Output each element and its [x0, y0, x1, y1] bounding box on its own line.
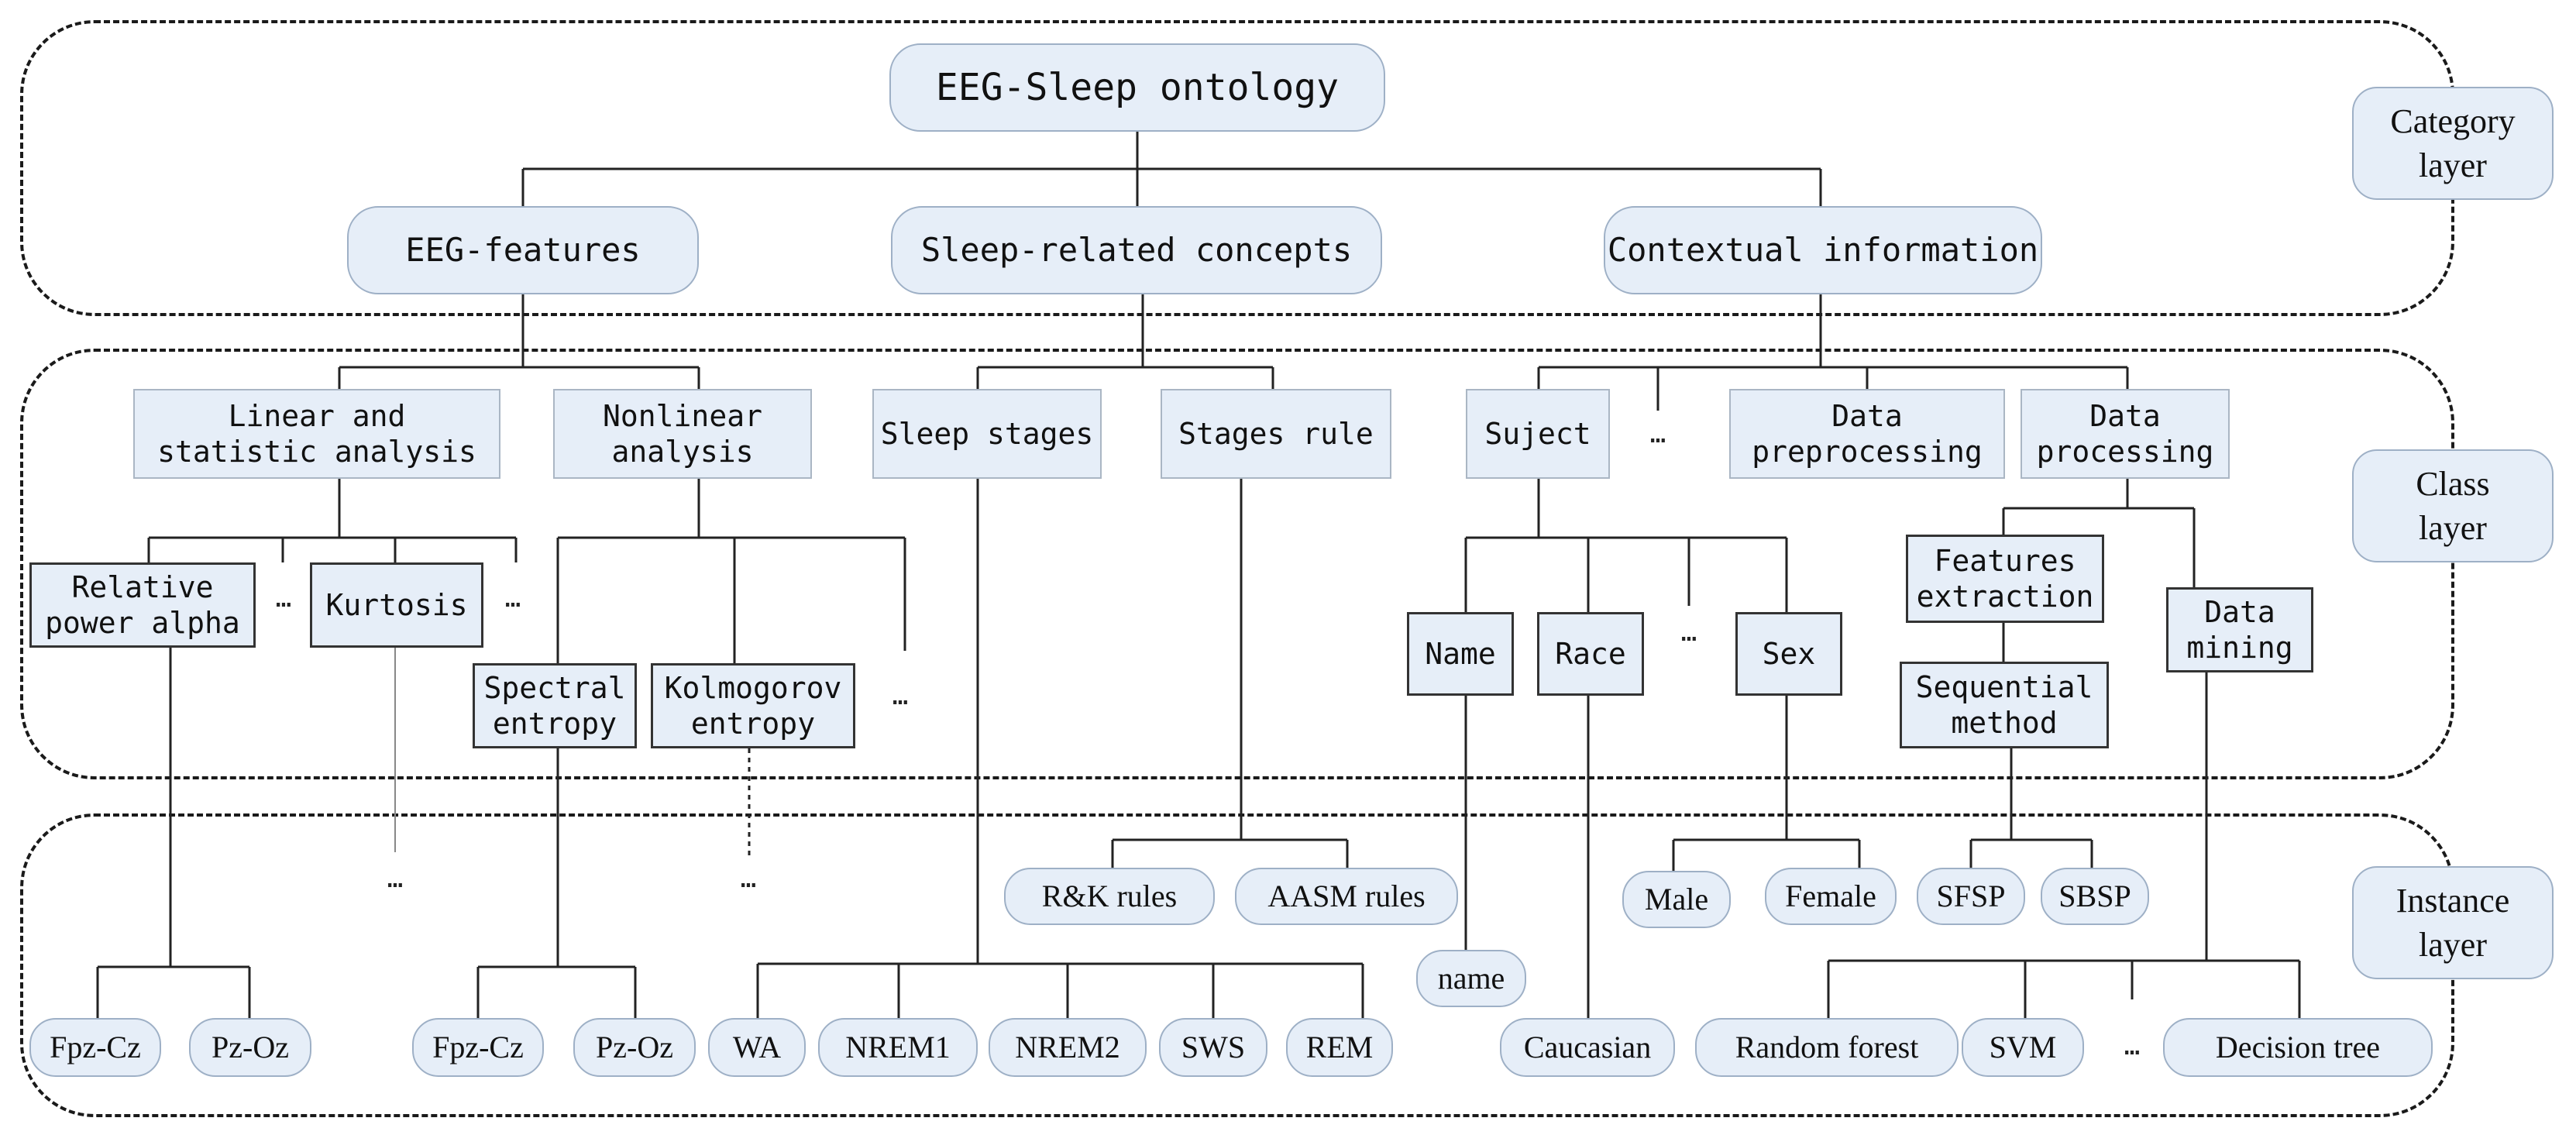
class-node-kurtosis: Kurtosis: [310, 562, 483, 648]
instance-node-nrem2: NREM2: [989, 1018, 1147, 1077]
ellipsis-subject-attributes: …: [1680, 617, 1697, 648]
ellipsis-classifiers: …: [2124, 1030, 2141, 1061]
instance-node-pz-oz: Pz-Oz: [189, 1018, 311, 1077]
ellipsis-subject-siblings: …: [1649, 418, 1666, 449]
instance-node-sfsp: SFSP: [1917, 868, 2025, 925]
ellipsis-kurtosis-instances: …: [387, 863, 404, 894]
category-node-sleep-related-concepts: Sleep-related concepts: [891, 206, 1382, 294]
ellipsis-linear-features: …: [275, 583, 292, 614]
class-layer-label: Class layer: [2352, 449, 2554, 562]
instance-node-name: name: [1416, 950, 1526, 1007]
class-node-stages-rule: Stages rule: [1161, 389, 1391, 479]
instance-node-nrem1: NREM1: [818, 1018, 978, 1077]
ellipsis-linear-features-end: …: [504, 583, 521, 614]
instance-node-rk-rules: R&K rules: [1004, 868, 1215, 925]
instance-node-caucasian: Caucasian: [1500, 1018, 1675, 1077]
instance-node-random-forest: Random forest: [1695, 1018, 1959, 1077]
class-node-nonlinear-analysis: Nonlinear analysis: [553, 389, 812, 479]
instance-node-decision-tree: Decision tree: [2163, 1018, 2433, 1077]
instance-node-sws: SWS: [1159, 1018, 1267, 1077]
instance-node-female: Female: [1765, 868, 1897, 925]
category-node-contextual-information: Contextual information: [1604, 206, 2042, 294]
class-node-features-extraction: Features extraction: [1906, 535, 2104, 623]
instance-node-svm: SVM: [1962, 1018, 2084, 1077]
instance-node-male: Male: [1622, 871, 1731, 928]
class-layer-frame: [20, 349, 2454, 779]
category-node-eeg-features: EEG-features: [347, 206, 699, 294]
instance-node-aasm-rules: AASM rules: [1235, 868, 1458, 925]
class-node-name: Name: [1407, 612, 1514, 696]
class-node-relative-power-alpha: Relative power alpha: [29, 562, 256, 648]
ellipsis-nonlinear-features: …: [892, 680, 909, 711]
instance-node-wa: WA: [708, 1018, 806, 1077]
class-node-kolmogorov-entropy: Kolmogorov entropy: [651, 663, 855, 748]
category-layer-label: Category layer: [2352, 87, 2554, 200]
class-node-subject: Suject: [1466, 389, 1610, 479]
instance-node-fpz-cz: Fpz-Cz: [412, 1018, 544, 1077]
class-node-sequential-method: Sequential method: [1900, 662, 2109, 748]
class-node-sex: Sex: [1735, 612, 1842, 696]
class-node-sleep-stages: Sleep stages: [872, 389, 1102, 479]
class-node-data-processing: Data processing: [2021, 389, 2230, 479]
instance-node-pz-oz: Pz-Oz: [573, 1018, 696, 1077]
ellipsis-kolmogorov-instances: …: [740, 863, 757, 894]
class-node-spectral-entropy: Spectral entropy: [473, 663, 637, 748]
class-node-data-preprocessing: Data preprocessing: [1729, 389, 2005, 479]
class-node-race: Race: [1537, 612, 1644, 696]
instance-node-rem: REM: [1286, 1018, 1393, 1077]
class-node-data-mining: Data mining: [2166, 587, 2313, 672]
instance-layer-label: Instance layer: [2352, 866, 2554, 979]
instance-node-fpz-cz: Fpz-Cz: [29, 1018, 161, 1077]
class-node-linear-statistic-analysis: Linear and statistic analysis: [133, 389, 500, 479]
instance-node-sbsp: SBSP: [2041, 868, 2149, 925]
root-node-eeg-sleep-ontology: EEG-Sleep ontology: [889, 43, 1385, 132]
